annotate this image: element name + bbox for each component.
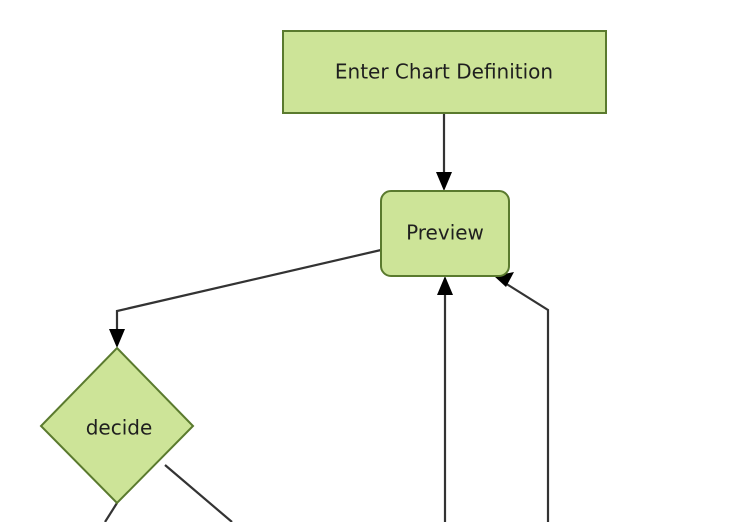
node-decide[interactable]: decide	[39, 346, 195, 505]
node-enter-chart-definition-label: Enter Chart Definition	[335, 60, 553, 84]
arrowhead-into-decide-top	[109, 329, 125, 348]
node-preview[interactable]: Preview	[380, 190, 510, 277]
node-enter-chart-definition-shape[interactable]	[282, 30, 607, 114]
edge-preview-to-decide	[109, 248, 382, 348]
arrowhead-into-preview-bottom-center	[437, 276, 453, 295]
node-decide-label: decide	[86, 416, 153, 440]
arrowhead-into-preview-top	[436, 172, 452, 191]
edge-decide-to-bottom-right-line	[164, 464, 233, 522]
edge-bottom-center-to-preview	[437, 276, 453, 522]
edge-enter-to-preview	[436, 113, 452, 191]
edge-bottom-right-to-preview	[494, 272, 550, 522]
edge-decide-to-bottom-left	[104, 502, 118, 522]
node-enter-chart-definition[interactable]: Enter Chart Definition	[282, 30, 607, 114]
edge-decide-to-bottom-left-line	[104, 502, 118, 522]
edge-preview-to-decide-line	[115, 248, 382, 335]
node-preview-shape[interactable]	[380, 190, 510, 277]
node-decide-shape[interactable]	[39, 346, 195, 505]
edge-bottom-right-to-preview-line	[504, 282, 550, 522]
edge-decide-to-bottom-right	[164, 464, 233, 522]
node-preview-label: Preview	[406, 221, 484, 245]
